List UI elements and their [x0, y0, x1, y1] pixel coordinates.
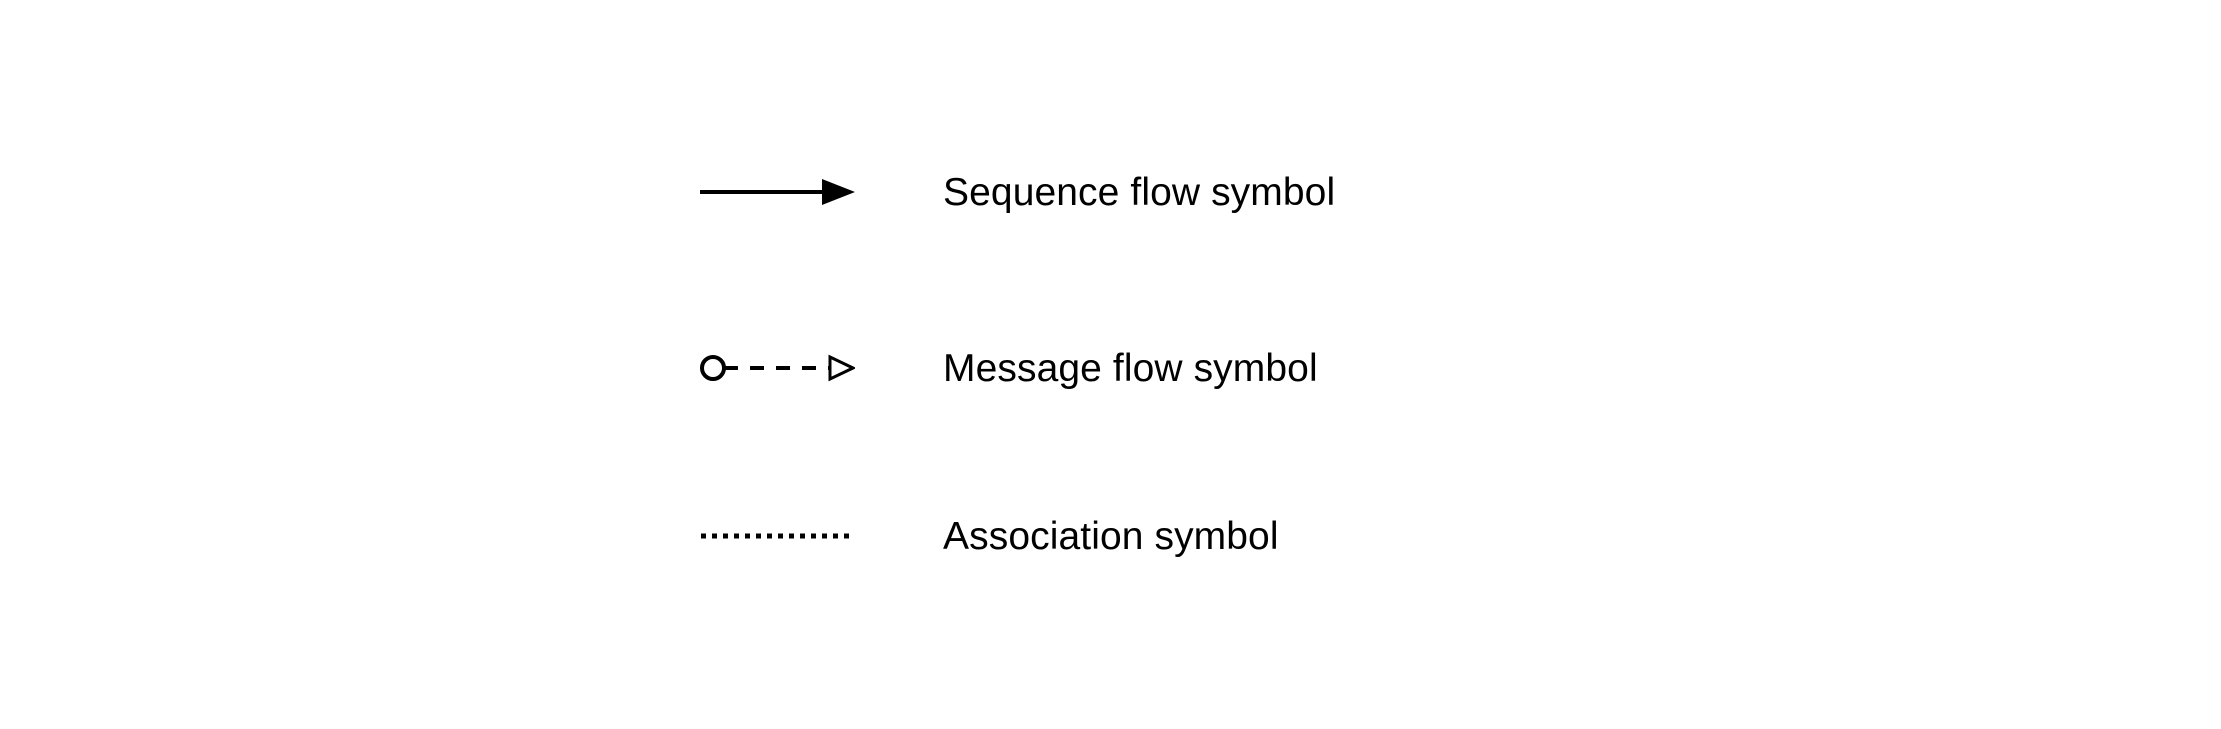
legend-label-sequence-flow: Sequence flow symbol: [943, 170, 1336, 214]
legend-row-message-flow: Message flow symbol: [700, 328, 1318, 408]
association-line-icon: [701, 533, 853, 539]
message-flow-arrow-icon: [700, 354, 855, 382]
legend-row-sequence-flow: Sequence flow symbol: [700, 152, 1335, 232]
legend-label-association: Association symbol: [943, 514, 1279, 558]
legend-row-association: Association symbol: [700, 496, 1279, 576]
sequence-flow-arrow-icon: [700, 179, 855, 205]
legend-label-message-flow: Message flow symbol: [943, 346, 1318, 390]
